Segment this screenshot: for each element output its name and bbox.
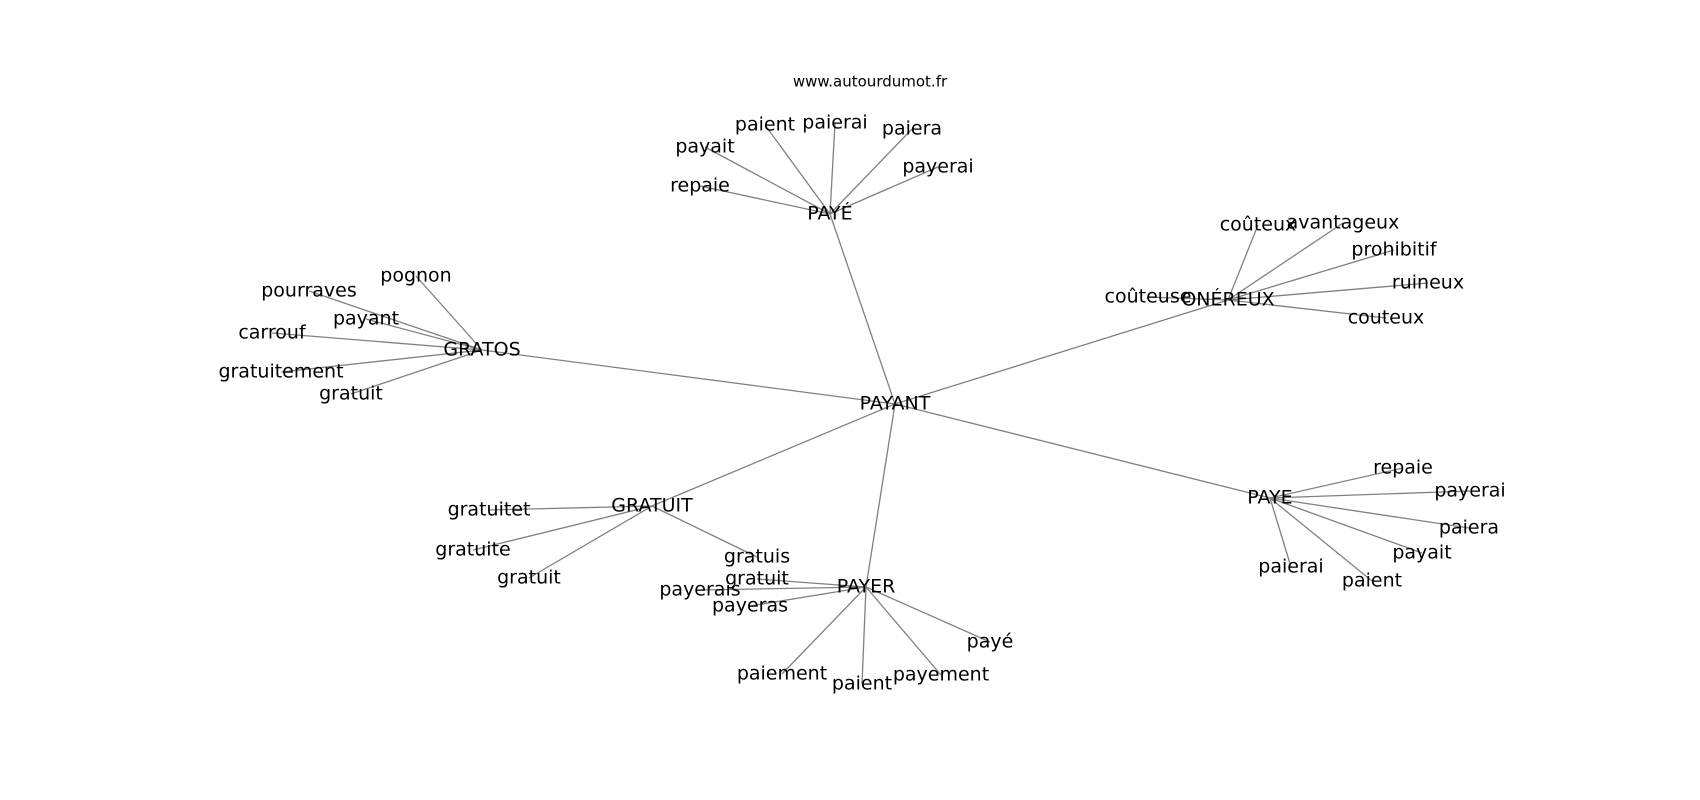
edge-payer-paiement [781,586,867,675]
node-leaf-gratos-carrouf: carrouf [238,322,307,344]
node-leaf-gratuit-gratuit: gratuit [497,567,561,589]
edge-center-gratos [481,349,896,405]
node-leaf-payer-paient: paient [832,673,892,695]
edge-onereux-ruineux [1227,282,1429,301]
node-leaf-gratos-payant: payant [333,308,399,330]
node-leaf-paye-paient: paient [1342,570,1402,592]
node-leaf-paye_accent-paiera: paiera [882,118,942,140]
edge-gratuit-gratuitet [488,505,653,511]
edge-paye_accent-paient [764,124,831,215]
edge-paye_accent-paierai [829,122,836,215]
node-leaf-paye-paiera: paiera [1439,517,1499,539]
node-leaf-paye_accent-payerai: payerai [902,156,973,178]
node-leaf-gratuit-gratuitet: gratuitet [448,499,531,521]
edge-onereux-couteux [1227,224,1259,301]
graph-edges [271,122,1471,685]
node-leaf-onereux-couteuse: coûteuse [1105,286,1192,308]
edge-paye-paiera [1269,497,1470,529]
edge-payer-payeras [749,586,867,607]
edge-paye-paient [1269,497,1373,582]
node-leaf-gratos-gratuitement: gratuitement [218,361,343,383]
edge-gratuit-gratuis [651,505,758,558]
node-hub-payer: PAYER [837,576,896,598]
node-leaf-onereux-avantageux: avantageux [1287,212,1400,234]
node-leaf-payer-payerais: payerais [659,579,740,601]
node-leaf-payer-paiement: paiement [737,663,827,685]
edge-paye_accent-payait [704,146,831,215]
node-leaf-paye_accent-paierai: paierai [802,112,867,134]
edge-payer-payerais [699,586,867,591]
edge-paye_accent-repaie [699,185,831,215]
edge-center-gratuit [651,403,896,507]
source-site-label: www.autourdumot.fr [793,73,948,91]
node-leaf-gratos-gratuit: gratuit [319,383,383,405]
node-leaf-paye_accent-payait: payait [675,136,734,158]
edge-payer-gratuit [756,578,867,588]
node-leaf-paye-payerai: payerai [1434,480,1505,502]
edge-gratuit-gratuite [472,505,653,551]
edge-gratos-pourraves [308,290,483,351]
edge-onereux-couteux [1227,299,1387,319]
edge-gratos-gratuitement [280,349,483,373]
node-hub-paye: PAYE [1247,487,1292,509]
edge-onereux-avantageux [1227,222,1344,301]
edge-paye-repaie [1269,467,1404,499]
edge-gratos-carrouf [271,332,483,351]
edge-payer-paye [865,586,991,643]
node-leaf-gratos-pourraves: pourraves [261,280,357,302]
edge-gratuit-gratuit [528,505,653,579]
edge-gratos-pognon [415,275,483,351]
node-leaf-payer-paye: payé [967,631,1014,653]
node-leaf-onereux-couteux: coûteux [1220,214,1297,236]
node-leaf-onereux-prohibitif: prohibitif [1351,239,1437,261]
node-hub-gratos: GRATOS [443,339,520,361]
node-leaf-paye-paierai: paierai [1258,556,1323,578]
node-leaf-payer-gratuit: gratuit [725,568,789,590]
node-leaf-paye_accent-paient: paient [735,114,795,136]
edge-center-payer [865,403,896,588]
edge-payer-paient [861,586,867,685]
edge-paye-payerai [1269,490,1471,499]
edge-onereux-couteuse [1147,296,1229,301]
edge-paye-payait [1269,497,1423,554]
edge-center-paye [894,403,1271,499]
edge-center-onereux [894,299,1229,405]
edge-paye_accent-paiera [829,128,913,215]
node-leaf-paye-payait: payait [1392,542,1451,564]
edge-gratos-gratuit [350,349,483,395]
node-leaf-gratuit-gratuite: gratuite [435,539,510,561]
node-leaf-onereux-couteux: couteux [1348,307,1425,329]
node-leaf-onereux-ruineux: ruineux [1392,272,1464,294]
graph-labels: www.autourdumot.fr PAYANT PAYÉ paient paier… [218,73,1505,695]
node-hub-gratuit: GRATUIT [611,495,693,517]
node-hub-onereux: ONÉREUX [1181,288,1274,311]
node-leaf-payer-payement: payement [893,664,989,686]
edge-paye_accent-payerai [829,166,939,215]
node-center-payant: PAYANT [860,393,931,415]
node-leaf-payer-payeras: payeras [712,595,788,617]
node-leaf-gratos-pognon: pognon [380,265,451,287]
edge-paye-paierai [1269,497,1292,568]
edge-center-paye_accent [829,213,896,405]
node-hub-paye_accent: PAYÉ [807,202,852,225]
node-leaf-paye-repaie: repaie [1373,457,1433,479]
edge-payer-payement [865,586,942,676]
edge-onereux-prohibitif [1227,249,1395,301]
node-leaf-gratuit-gratuis: gratuis [724,546,790,568]
node-leaf-paye_accent-repaie: repaie [670,175,730,197]
edge-gratos-payant [365,318,483,351]
